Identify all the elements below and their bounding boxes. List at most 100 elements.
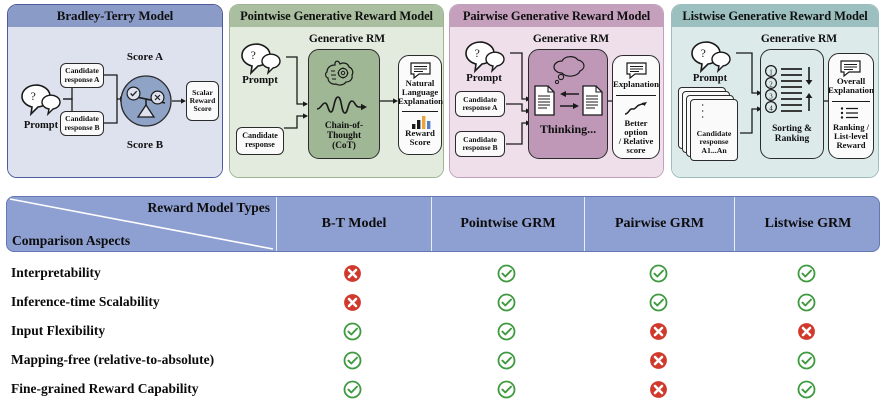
prompt-bubble-icon: ?: [241, 43, 281, 76]
row-aspect-label: Interpretability: [11, 265, 101, 280]
output-divider: [616, 95, 656, 96]
panel-bradley-terry: Bradley-Terry Model ? Prompt Candidate r…: [7, 4, 223, 178]
table-header-row: Reward Model Types Comparison Aspects B-…: [6, 196, 880, 252]
svg-text:2: 2: [769, 81, 773, 89]
label-overall-explanation: Overall Explanation: [828, 76, 874, 96]
check-icon: [733, 345, 880, 375]
label-score-b: Score B: [126, 139, 164, 151]
rm-to-output-arrow: [380, 98, 398, 104]
cross-icon: [275, 287, 430, 317]
row-aspect-label: Mapping-free (relative-to-absolute): [11, 352, 215, 367]
panel-listwise-grm: Listwise Generative Reward Model ? Promp…: [671, 4, 879, 178]
check-icon: [430, 287, 583, 317]
svg-text:?: ?: [701, 46, 706, 60]
check-icon: [275, 316, 430, 346]
label-reward-score: Reward Score: [405, 128, 435, 148]
label-prompt: Prompt: [242, 74, 278, 86]
model-type-panels: Bradley-Terry Model ? Prompt Candidate r…: [0, 0, 885, 182]
label-chain-of-thought: Chain-of-Thought (CoT): [324, 121, 364, 151]
panel-title-pairwise-grm: Pairwise Generative Reward Model: [450, 5, 663, 27]
check-icon: [430, 374, 583, 404]
corner-label-comparison-aspects: Comparison Aspects: [12, 233, 131, 248]
label-prompt: Prompt: [466, 72, 502, 84]
table-row: Input Flexibility: [6, 316, 880, 346]
box-candidate-responses: Candidate response A1...An: [690, 99, 738, 161]
check-icon: [733, 287, 880, 317]
thought-cloud-icon: [553, 56, 585, 85]
cot-waveform-icon: [316, 96, 367, 114]
sorting-ranking-icon: 1 2 3 4: [764, 64, 813, 113]
svg-text:4: 4: [769, 105, 773, 113]
check-icon: [430, 258, 583, 288]
panel-body-listwise-grm: ? Prompt Candidate response A1...An ··· …: [672, 27, 878, 177]
speech-lines-icon: [840, 60, 861, 78]
box-candidate-response: Candidate response: [236, 127, 284, 155]
box-scalar-reward-score: Scalar Reward Score: [186, 81, 219, 121]
panel-title-bradley-terry: Bradley-Terry Model: [8, 5, 222, 27]
balance-scale-icon: [120, 75, 172, 127]
panel-body-pointwise-grm: ? Prompt Candidate response Generative R…: [230, 27, 443, 177]
column-header-bt-model: B-T Model: [276, 197, 431, 251]
speech-lines-icon: [626, 62, 647, 80]
label-sorting-ranking: Sorting & Ranking: [772, 124, 812, 144]
table-row: Inference-time Scalability: [6, 287, 880, 317]
inputs-to-rm-connector: [506, 52, 531, 145]
check-icon: [733, 374, 880, 404]
label-prompt: Prompt: [23, 120, 59, 131]
panel-pointwise-grm: Pointwise Generative Reward Model ? Prom…: [229, 4, 444, 178]
comparison-table: Reward Model Types Comparison Aspects B-…: [6, 196, 880, 402]
prompt-bubble-icon: ?: [21, 84, 61, 117]
label-generative-rm: Generative RM: [308, 33, 386, 45]
table-row: Mapping-free (relative-to-absolute): [6, 345, 880, 375]
output-divider: [832, 101, 870, 102]
box-candidate-response-b: Candidate response B: [60, 111, 104, 136]
cross-icon: [733, 316, 880, 346]
label-natural-language-explanation: Natural Language Explanation: [398, 78, 443, 107]
check-icon: [275, 374, 430, 404]
svg-text:3: 3: [769, 93, 773, 101]
check-icon: [583, 287, 733, 317]
label-ranking-list-level-reward: Ranking / List-level Reward: [832, 122, 870, 151]
check-icon: [275, 345, 430, 375]
brain-gear-icon: [325, 60, 354, 86]
label-generative-rm: Generative RM: [532, 33, 610, 45]
table-row: Fine-grained Reward Capability: [6, 374, 880, 404]
panel-title-pointwise-grm: Pointwise Generative Reward Model: [230, 5, 443, 27]
ordered-list-icon: [840, 107, 858, 119]
check-icon: [733, 258, 880, 288]
cross-icon: [583, 345, 733, 375]
label-better-option: Better option / Relative score: [618, 118, 654, 156]
label-prompt: Prompt: [692, 73, 728, 84]
table-row: Interpretability: [6, 258, 880, 288]
box-generative-rm: [308, 49, 380, 159]
box-listwise-output: [828, 53, 874, 159]
check-icon: [430, 316, 583, 346]
label-generative-rm: Generative RM: [760, 33, 838, 45]
svg-text:?: ?: [251, 48, 256, 62]
row-aspect-label: Inference-time Scalability: [11, 294, 160, 309]
column-header-pairwise-grm: Pairwise GRM: [584, 197, 734, 251]
prompt-bubble-icon: ?: [691, 41, 731, 74]
document-a-icon: [534, 85, 555, 116]
output-divider: [402, 111, 438, 112]
panel-title-listwise-grm: Listwise Generative Reward Model: [672, 5, 878, 27]
inputs-to-rm-connector: [284, 56, 308, 129]
inputs-to-rm-connector: [736, 52, 762, 134]
trend-up-icon: [624, 102, 647, 115]
label-explanation: Explanation: [613, 79, 659, 89]
svg-text:?: ?: [475, 46, 480, 60]
table-corner-cell: Reward Model Types Comparison Aspects: [7, 197, 276, 251]
speech-lines-icon: [410, 62, 431, 80]
check-icon: [430, 345, 583, 375]
prompt-bubble-icon: ?: [465, 41, 505, 74]
corner-diagonal-divider: [9, 198, 274, 250]
document-b-icon: [582, 85, 603, 116]
cross-icon: [583, 374, 733, 404]
row-aspect-label: Input Flexibility: [11, 323, 106, 338]
panel-body-bradley-terry: ? Prompt Candidate response A Candidate …: [8, 27, 222, 177]
box-candidate-response-a: Candidate response A: [60, 63, 104, 88]
compare-arrows-icon: [560, 91, 579, 109]
panel-body-pairwise-grm: ? Prompt Candidate response A Candidate …: [450, 27, 663, 177]
column-header-pointwise-grm: Pointwise GRM: [431, 197, 584, 251]
cross-icon: [583, 316, 733, 346]
